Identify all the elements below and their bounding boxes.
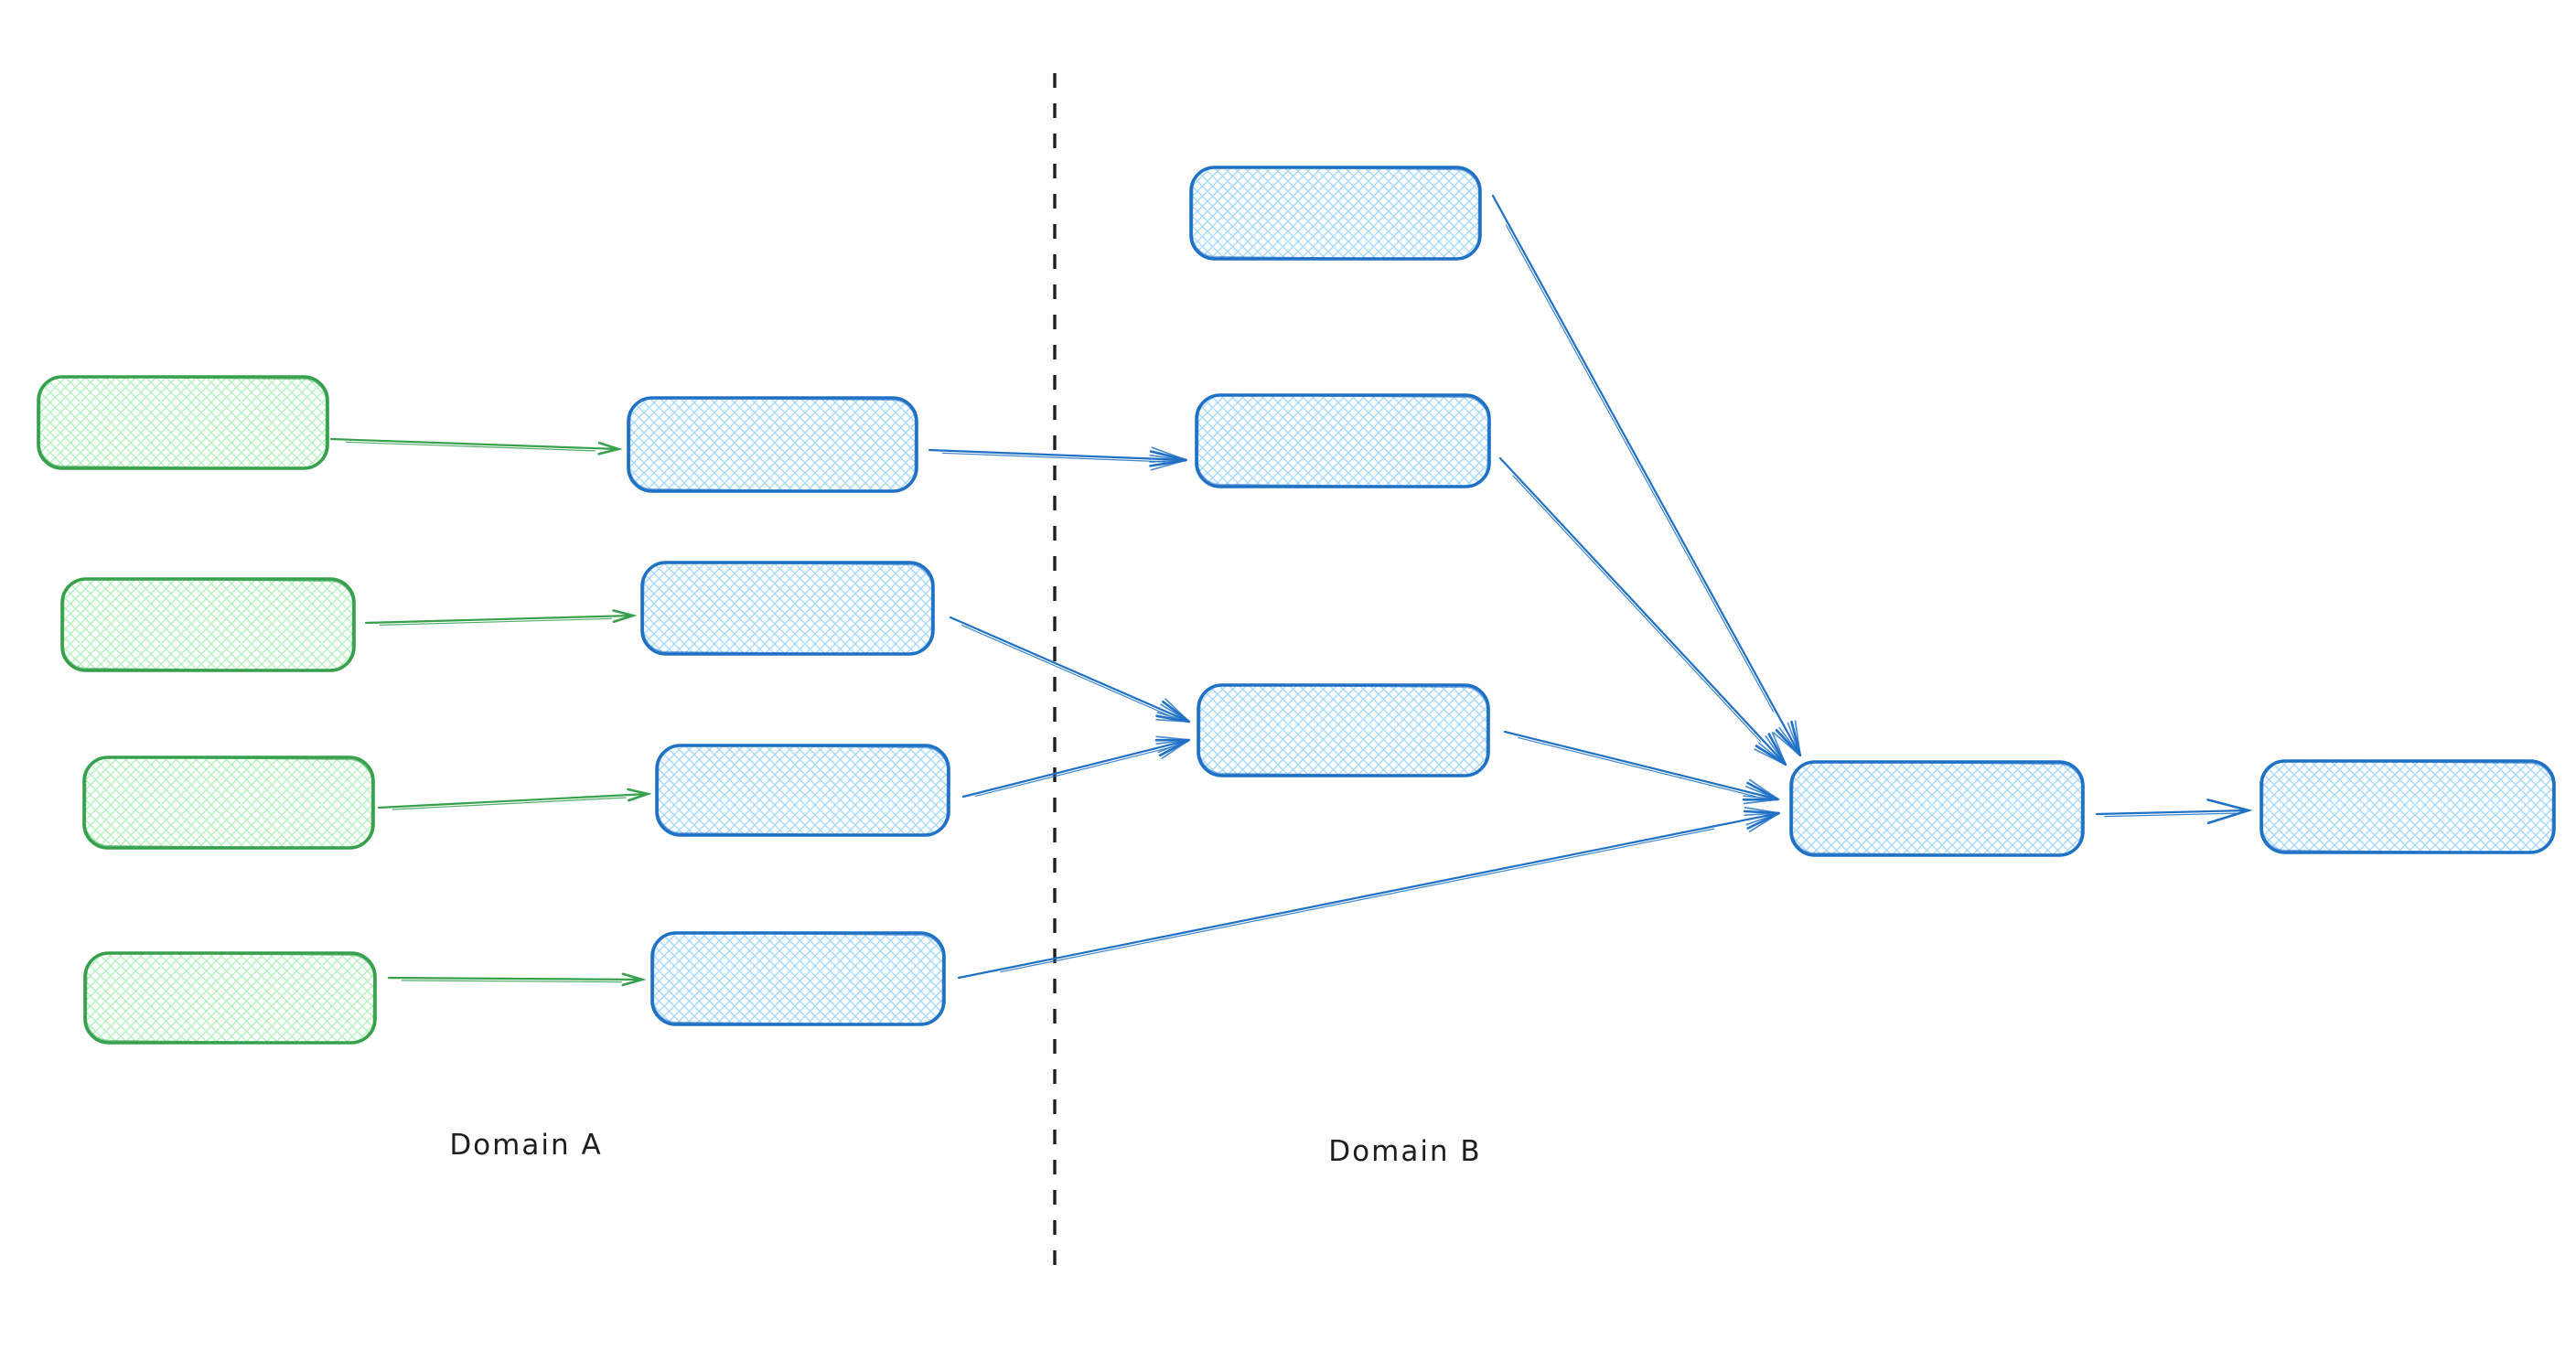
edge-stage-a-2-to-stage-b-3[interactable]	[949, 616, 1191, 724]
node-aggregator[interactable]	[1789, 760, 2085, 857]
edge-stage-a-4-to-aggregator[interactable]	[957, 807, 1781, 980]
edge-aggregator-to-output[interactable]	[2095, 799, 2253, 825]
node-source-1[interactable]	[37, 375, 329, 470]
node-source-3[interactable]	[82, 756, 375, 850]
node-output[interactable]	[2259, 759, 2556, 854]
edge-source-2-to-stage-a-2[interactable]	[364, 609, 638, 626]
node-stage-b-2[interactable]	[1195, 393, 1491, 488]
label-domain-b[interactable]: Domain B	[1328, 1135, 1481, 1168]
edge-stage-b-1-to-aggregator[interactable]	[1491, 194, 1802, 757]
node-source-2[interactable]	[60, 577, 356, 672]
label-domain-a[interactable]: Domain A	[449, 1129, 602, 1162]
node-stage-b-3[interactable]	[1197, 683, 1490, 777]
node-stage-a-4[interactable]	[650, 931, 946, 1026]
edge-source-1-to-stage-a-1[interactable]	[329, 437, 623, 456]
node-stage-a-3[interactable]	[655, 744, 950, 837]
edge-stage-a-3-to-stage-b-3[interactable]	[961, 735, 1191, 799]
node-stage-a-1[interactable]	[627, 396, 918, 493]
edge-stage-b-3-to-aggregator[interactable]	[1503, 730, 1780, 805]
edge-stage-b-2-to-aggregator[interactable]	[1498, 456, 1787, 766]
node-stage-b-1[interactable]	[1189, 166, 1482, 261]
edge-source-3-to-stage-a-3[interactable]	[377, 788, 652, 810]
node-stage-a-2[interactable]	[640, 561, 935, 656]
node-source-4[interactable]	[83, 951, 377, 1045]
edge-stage-a-1-to-stage-b-2[interactable]	[928, 446, 1188, 471]
edge-source-4-to-stage-a-4[interactable]	[387, 972, 647, 987]
